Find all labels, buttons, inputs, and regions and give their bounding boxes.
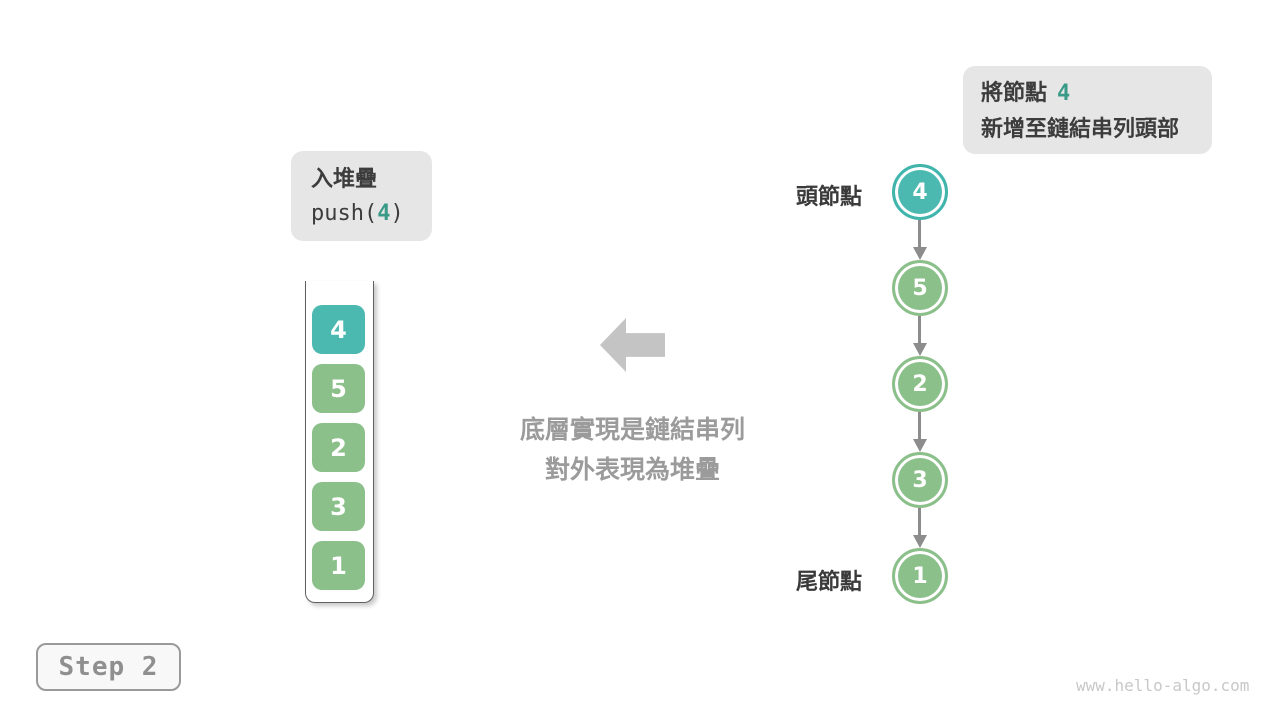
callout-line1-text: 將節點 — [981, 80, 1048, 105]
link-arrow-line — [918, 220, 921, 247]
list-node: 4 — [892, 164, 948, 220]
link-arrow-line — [918, 316, 921, 343]
link-arrowhead-icon — [913, 535, 927, 548]
annotation-callout: 將節點 4 新增至鏈結串列頭部 — [963, 66, 1212, 154]
push-code-value: 4 — [377, 201, 391, 226]
stack-item: 3 — [312, 482, 365, 531]
list-node: 2 — [892, 356, 948, 412]
stack-item: 1 — [312, 541, 365, 590]
callout-line1: 將節點 4 — [981, 75, 1194, 111]
stack-container: 4 5 2 3 1 — [305, 281, 374, 603]
transform-note-line1: 底層實現是鏈結串列 — [519, 416, 745, 444]
tail-node-label: 尾節點 — [795, 569, 862, 594]
link-arrowhead-icon — [913, 247, 927, 260]
callout-line2: 新增至鏈結串列頭部 — [981, 116, 1180, 141]
step-indicator: Step 2 — [36, 643, 181, 691]
link-arrowhead-icon — [913, 343, 927, 356]
push-title: 入堆疊 — [311, 166, 378, 191]
push-code-suffix: ) — [390, 201, 404, 226]
list-node: 1 — [892, 548, 948, 604]
transform-note-line2: 對外表現為堆疊 — [544, 456, 720, 484]
list-node: 3 — [892, 452, 948, 508]
stack-item: 4 — [312, 305, 365, 354]
link-arrowhead-icon — [913, 439, 927, 452]
stack-item: 5 — [312, 364, 365, 413]
left-block-arrow-icon — [600, 318, 665, 372]
stack-item: 2 — [312, 423, 365, 472]
link-arrow-line — [918, 412, 921, 439]
watermark: www.hello-algo.com — [1076, 676, 1250, 695]
list-node: 5 — [892, 260, 948, 316]
callout-node-value: 4 — [1057, 81, 1071, 106]
link-arrow-line — [918, 508, 921, 535]
transform-note: 底層實現是鏈結串列 對外表現為堆疊 — [470, 410, 795, 490]
push-operation-box: 入堆疊 push(4) — [291, 151, 432, 241]
push-code: push(4) — [311, 196, 412, 231]
head-node-label: 頭節點 — [795, 184, 862, 209]
push-code-prefix: push( — [311, 201, 378, 226]
